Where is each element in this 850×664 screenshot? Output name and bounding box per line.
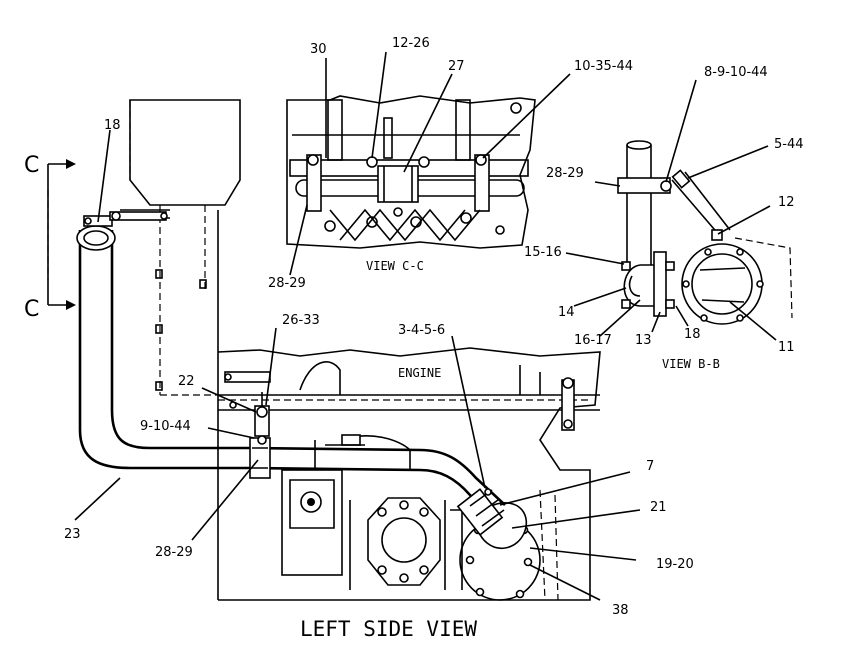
callout-22: 22: [178, 374, 195, 389]
left-side-view-caption: LEFT SIDE VIEW: [300, 617, 477, 641]
callout-13: 13: [635, 333, 652, 348]
callout-12-26: 12-26: [392, 36, 430, 51]
callout-8-9-10-44: 8-9-10-44: [704, 65, 768, 80]
callout-14: 14: [558, 305, 575, 320]
left-side-drawing: [76, 99, 601, 601]
callout-18-bb: 18: [684, 327, 701, 342]
callout-28-29-bb: 28-29: [546, 166, 584, 181]
callout-30: 30: [310, 42, 327, 57]
section-marker-c: C C: [24, 153, 76, 322]
callout-15-16: 15-16: [524, 245, 562, 260]
view-c-c-caption: VIEW C-C: [366, 259, 424, 273]
section-label-top: C: [24, 153, 39, 178]
callout-28-29-main: 28-29: [155, 545, 193, 560]
callout-10-35-44: 10-35-44: [574, 59, 633, 74]
callout-26-33: 26-33: [282, 313, 320, 328]
callout-labels: 30 12-26 27 10-35-44 8-9-10-44 5-44 28-2…: [64, 36, 804, 618]
engine-label: ENGINE: [398, 366, 441, 380]
leader-lines: [74, 51, 777, 601]
callout-18-left: 18: [104, 118, 121, 133]
callout-12-bb: 12: [778, 195, 795, 210]
callout-38: 38: [612, 603, 629, 618]
callout-3-4-5-6: 3-4-5-6: [398, 323, 445, 338]
callout-7: 7: [646, 459, 654, 474]
callout-5-44: 5-44: [774, 137, 804, 152]
view-c-c-drawing: [286, 95, 536, 249]
callout-16-17: 16-17: [574, 333, 612, 348]
callout-27: 27: [448, 59, 465, 74]
callout-28-29-cc: 28-29: [268, 276, 306, 291]
view-b-b-caption: VIEW B-B: [662, 357, 720, 371]
callout-23: 23: [64, 527, 81, 542]
callout-9-10-44: 9-10-44: [140, 419, 191, 434]
view-b-b-drawing: [617, 140, 793, 325]
callout-21: 21: [650, 500, 667, 515]
callout-11: 11: [778, 340, 795, 355]
section-label-bottom: C: [24, 297, 39, 322]
callout-19-20: 19-20: [656, 557, 694, 572]
